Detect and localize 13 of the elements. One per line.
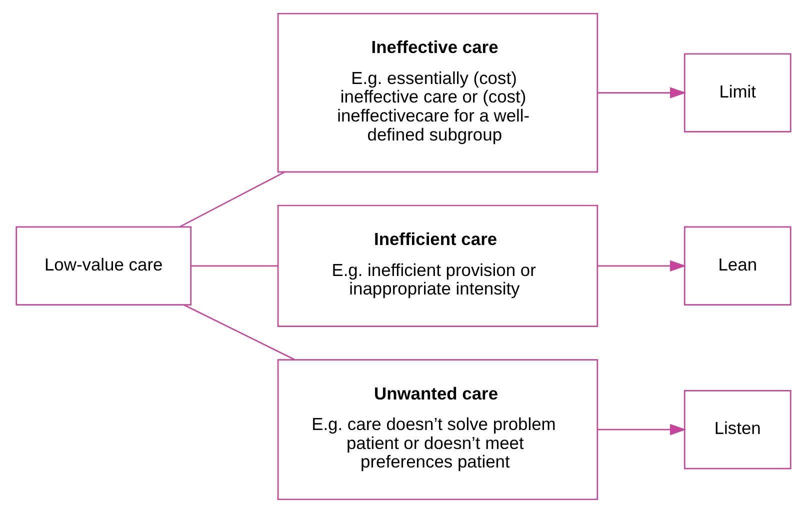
node-box: Limit xyxy=(684,53,792,132)
node-box: Ineffective care E.g. essentially (cost) ineffective care or (cost) ineffectivecare for a well-defined subgroup xyxy=(277,12,598,173)
node-box: Listen xyxy=(684,390,792,470)
node-box: Low-value care xyxy=(16,226,192,306)
arrow xyxy=(598,87,686,98)
arrow xyxy=(598,424,686,436)
connector xyxy=(179,171,285,228)
connector xyxy=(184,304,295,360)
arrow xyxy=(598,260,686,272)
node-box: Inefficient care E.g. inefficient provision or inappropriate intensity xyxy=(277,204,598,327)
connector xyxy=(191,265,278,267)
node-box: Unwanted care E.g. care doesn’t solve problem patient or doesn’t meet preferences patient xyxy=(277,359,598,500)
node-box: Lean xyxy=(684,226,792,306)
